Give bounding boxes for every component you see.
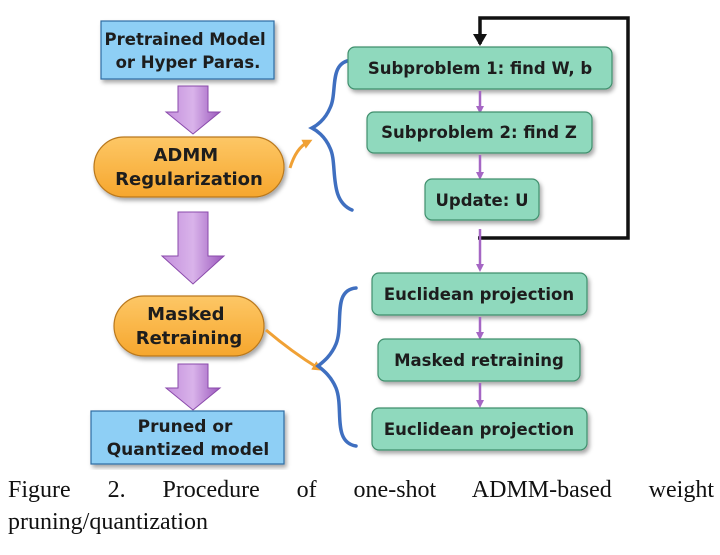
block-arrow-1: [164, 85, 222, 135]
step-euclidean-projection-1: [371, 272, 588, 316]
feedback-loop-arrowhead: [473, 34, 487, 46]
masked-retraining-pill: [113, 295, 265, 357]
pretrained-line-2: or Hyper Paras.: [116, 53, 261, 72]
brace-retrain: [315, 286, 358, 448]
flow-diagram: Pretrained Model or Hyper Paras. ADMM Re…: [90, 16, 630, 465]
svg-text:Pretrained Model or Hyper: Pretrained Model or Hyper Paras.: [105, 30, 272, 72]
orange-arrow-retrain: [265, 328, 323, 371]
pretrained-model-box: [100, 20, 275, 80]
svg-text:Masked Retraining: Masked Retraining: [136, 304, 243, 349]
step-masked-retraining: [377, 338, 581, 382]
step-euclidean-projection-2-label: Euclidean projection: [384, 420, 574, 439]
output-line-1: Pruned or: [138, 417, 233, 437]
masked-line-1: Masked: [147, 304, 224, 325]
step-subproblem-1-label: Subproblem 1: find W, b: [368, 59, 593, 78]
feedback-loop-line: [478, 16, 630, 240]
admm-regularization-pill: [93, 136, 285, 198]
step-subproblem-2: [366, 111, 593, 154]
block-arrow-3: [164, 363, 222, 411]
admm-line-1: ADMM: [154, 145, 219, 166]
pretrained-line-1: Pretrained Model: [105, 30, 266, 49]
masked-line-2: Retraining: [136, 328, 243, 349]
step-euclidean-projection-2: [371, 407, 588, 451]
step-subproblem-1: [347, 46, 613, 90]
svg-text:ADMM Regularization: ADMM Regularization: [115, 145, 263, 190]
step-update-u-label: Update: U: [436, 191, 529, 210]
step-update-u: [424, 178, 540, 221]
orange-arrow-admm: [288, 139, 313, 169]
block-arrow-2: [160, 211, 226, 285]
admm-line-2: Regularization: [115, 169, 263, 190]
brace-admm: [308, 58, 354, 212]
step-subproblem-2-label: Subproblem 2: find Z: [381, 123, 577, 142]
figure-caption: Figure 2. Procedure of one-shot ADMM-bas…: [8, 477, 714, 535]
output-line-2: Quantized model: [107, 440, 270, 460]
step-euclidean-projection-1-label: Euclidean projection: [384, 285, 574, 304]
svg-text:Pruned or Quantized model: Pruned or Quantized model: [107, 417, 270, 460]
output-model-box: [90, 410, 285, 465]
step-masked-retraining-label: Masked retraining: [394, 351, 564, 370]
